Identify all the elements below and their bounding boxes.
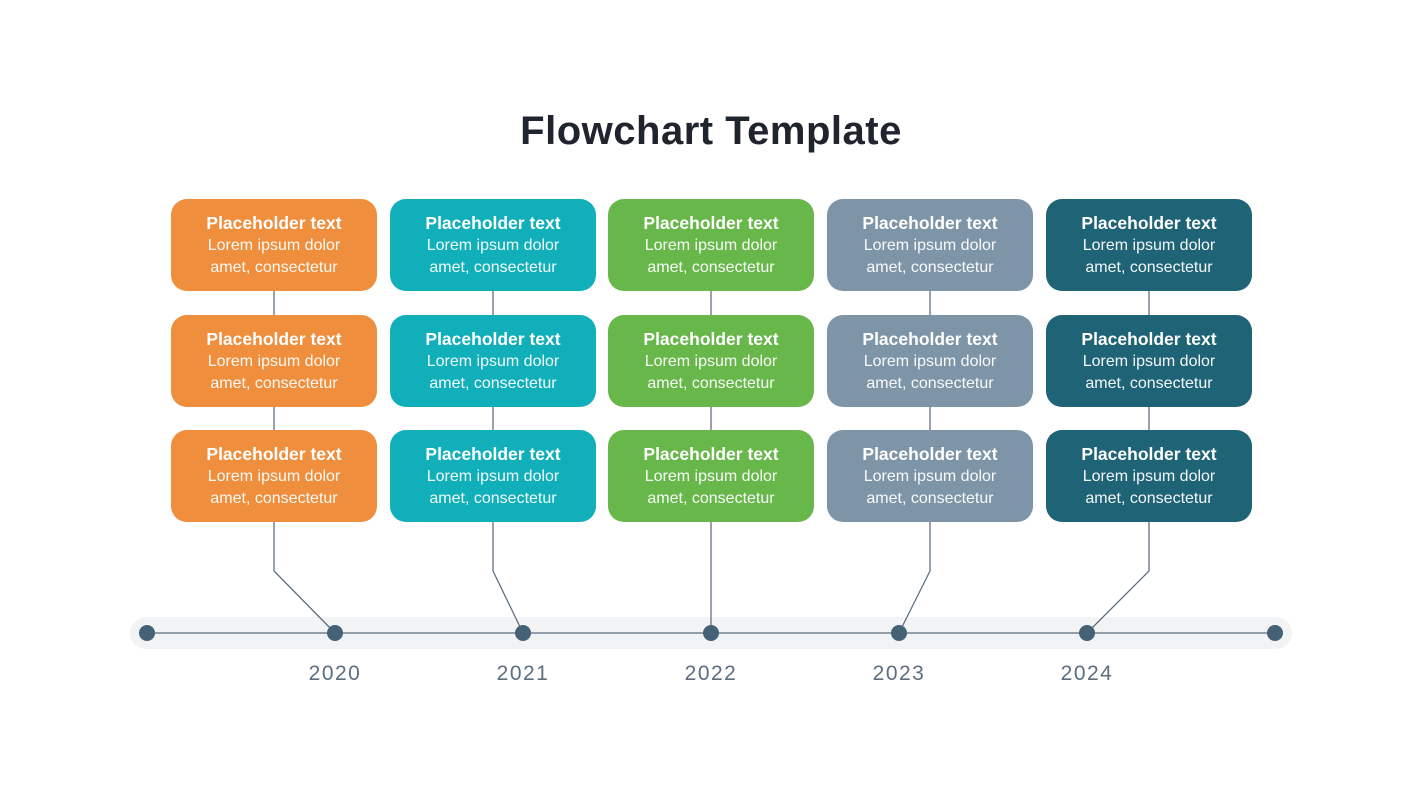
- flow-box-body-line: amet, consectetur: [1085, 489, 1213, 507]
- timeline-dot-5: [891, 625, 907, 641]
- flow-box-heading: Placeholder text: [206, 329, 342, 349]
- flow-box-body-line: amet, consectetur: [647, 374, 775, 392]
- flow-box-heading: Placeholder text: [1081, 213, 1217, 233]
- flow-box-body-line: Lorem ipsum dolor: [1082, 237, 1216, 254]
- flow-box-body-line: amet, consectetur: [429, 374, 557, 392]
- flow-box-body-line: Lorem ipsum dolor: [863, 353, 997, 370]
- flow-box-heading: Placeholder text: [862, 444, 998, 464]
- flow-box-heading: Placeholder text: [206, 444, 342, 464]
- flow-box-heading: Placeholder text: [862, 329, 998, 349]
- flow-box-body-line: Lorem ipsum dolor: [426, 237, 560, 254]
- slide-title: Flowchart Template: [520, 109, 902, 153]
- timeline-dot-7: [1267, 625, 1283, 641]
- flow-box-body-line: amet, consectetur: [429, 489, 557, 507]
- flow-box-heading: Placeholder text: [425, 329, 561, 349]
- timeline-dot-1: [139, 625, 155, 641]
- flow-box-body-line: amet, consectetur: [866, 489, 994, 507]
- timeline-dot-4: [703, 625, 719, 641]
- flow-box-body-line: amet, consectetur: [866, 374, 994, 392]
- flow-box-body-line: Lorem ipsum dolor: [863, 237, 997, 254]
- flow-box-body-line: Lorem ipsum dolor: [863, 468, 997, 485]
- flow-box-body-line: Lorem ipsum dolor: [644, 353, 778, 370]
- flow-box-body-line: Lorem ipsum dolor: [644, 468, 778, 485]
- flow-box-body-line: Lorem ipsum dolor: [1082, 468, 1216, 485]
- flow-box-body-line: Lorem ipsum dolor: [426, 468, 560, 485]
- flow-box-heading: Placeholder text: [643, 213, 779, 233]
- flow-box-body-line: Lorem ipsum dolor: [207, 237, 341, 254]
- flow-box-heading: Placeholder text: [643, 444, 779, 464]
- timeline-dot-6: [1079, 625, 1095, 641]
- flow-box-body-line: amet, consectetur: [429, 258, 557, 276]
- flow-box-body-line: amet, consectetur: [866, 258, 994, 276]
- timeline-dot-2: [327, 625, 343, 641]
- flow-box-body-line: amet, consectetur: [210, 374, 338, 392]
- flow-box-body-line: amet, consectetur: [647, 489, 775, 507]
- flow-box-heading: Placeholder text: [1081, 444, 1217, 464]
- flow-box-heading: Placeholder text: [206, 213, 342, 233]
- flow-box-body-line: amet, consectetur: [1085, 374, 1213, 392]
- flow-box-heading: Placeholder text: [425, 444, 561, 464]
- timeline-dot-3: [515, 625, 531, 641]
- flow-box-heading: Placeholder text: [862, 213, 998, 233]
- flow-box-heading: Placeholder text: [643, 329, 779, 349]
- flow-box-body-line: amet, consectetur: [210, 489, 338, 507]
- flow-box-body-line: amet, consectetur: [210, 258, 338, 276]
- flow-box-body-line: Lorem ipsum dolor: [1082, 353, 1216, 370]
- flow-box-body-line: Lorem ipsum dolor: [426, 353, 560, 370]
- flow-box-heading: Placeholder text: [1081, 329, 1217, 349]
- flow-box-body-line: amet, consectetur: [1085, 258, 1213, 276]
- flow-box-body-line: Lorem ipsum dolor: [644, 237, 778, 254]
- flow-box-body-line: Lorem ipsum dolor: [207, 468, 341, 485]
- flow-box-body-line: amet, consectetur: [647, 258, 775, 276]
- flow-box-body-line: Lorem ipsum dolor: [207, 353, 341, 370]
- flow-box-heading: Placeholder text: [425, 213, 561, 233]
